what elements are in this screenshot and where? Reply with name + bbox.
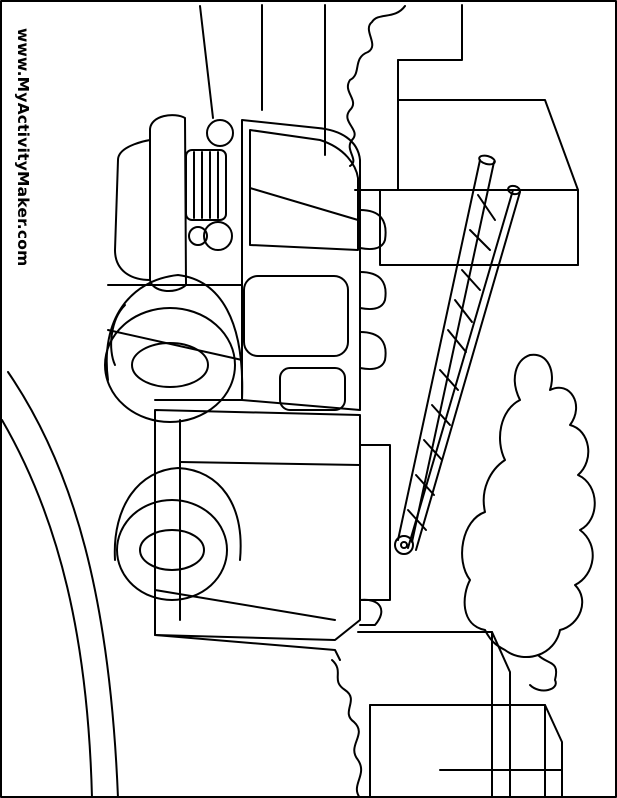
fire-truck [104, 114, 391, 661]
background-buildings [199, 4, 579, 798]
headlight-top [206, 119, 234, 147]
website-watermark: www.MyActivityMaker.com [14, 28, 32, 267]
windshield [249, 129, 359, 251]
headlight-bottom [203, 221, 233, 251]
shrub-bottom [331, 659, 363, 798]
rear-wheel-arch [113, 467, 242, 561]
side-window [243, 275, 349, 357]
mirror-3 [359, 331, 387, 370]
road-curve-inner [7, 371, 119, 798]
front-wheel-arch [105, 274, 244, 401]
rear-light [359, 598, 383, 626]
rear-body [154, 409, 361, 641]
front-grille-box [114, 139, 151, 281]
rear-wheel [116, 499, 228, 601]
shrub-top [346, 5, 406, 167]
cab [241, 119, 361, 411]
road-curve-outer [1, 419, 93, 798]
mirror-2 [359, 271, 387, 310]
rear-step [359, 444, 391, 601]
ladder [394, 154, 521, 555]
door-window [279, 367, 346, 411]
windshield-divider [249, 187, 359, 221]
mirror-1 [359, 209, 387, 250]
rear-bumper [154, 634, 341, 661]
front-wheel [104, 307, 236, 423]
front-bumper [149, 114, 187, 292]
front-wheel-hub [131, 342, 209, 388]
cloud-shape [461, 353, 596, 659]
marker-light [188, 226, 208, 246]
radiator [185, 149, 227, 221]
rear-wheel-hub [139, 529, 205, 571]
cloud-tail [529, 654, 558, 692]
